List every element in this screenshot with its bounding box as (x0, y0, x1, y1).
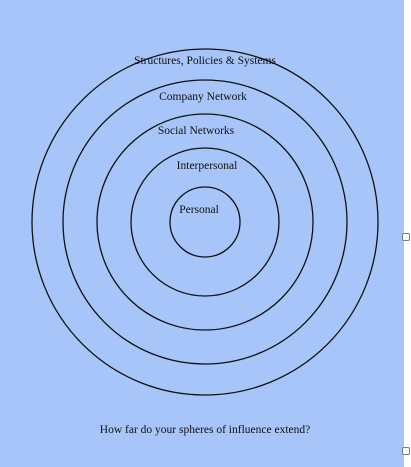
resize-handle-right[interactable] (402, 233, 410, 241)
label-company-network: Company Network (159, 91, 247, 103)
label-social-networks: Social Networks (157, 125, 235, 137)
ring-structures (31, 48, 379, 396)
label-personal: Personal (179, 204, 219, 216)
label-interpersonal: Interpersonal (176, 160, 238, 172)
resize-handle-bottom-right[interactable] (402, 447, 410, 455)
label-structures: Structures, Policies & Systems (134, 55, 276, 67)
ring-social-networks (96, 113, 314, 331)
ring-interpersonal (130, 147, 280, 297)
diagram-caption: How far do your spheres of influence ext… (99, 424, 311, 436)
ring-personal (169, 186, 241, 258)
ring-company-network (62, 79, 348, 365)
